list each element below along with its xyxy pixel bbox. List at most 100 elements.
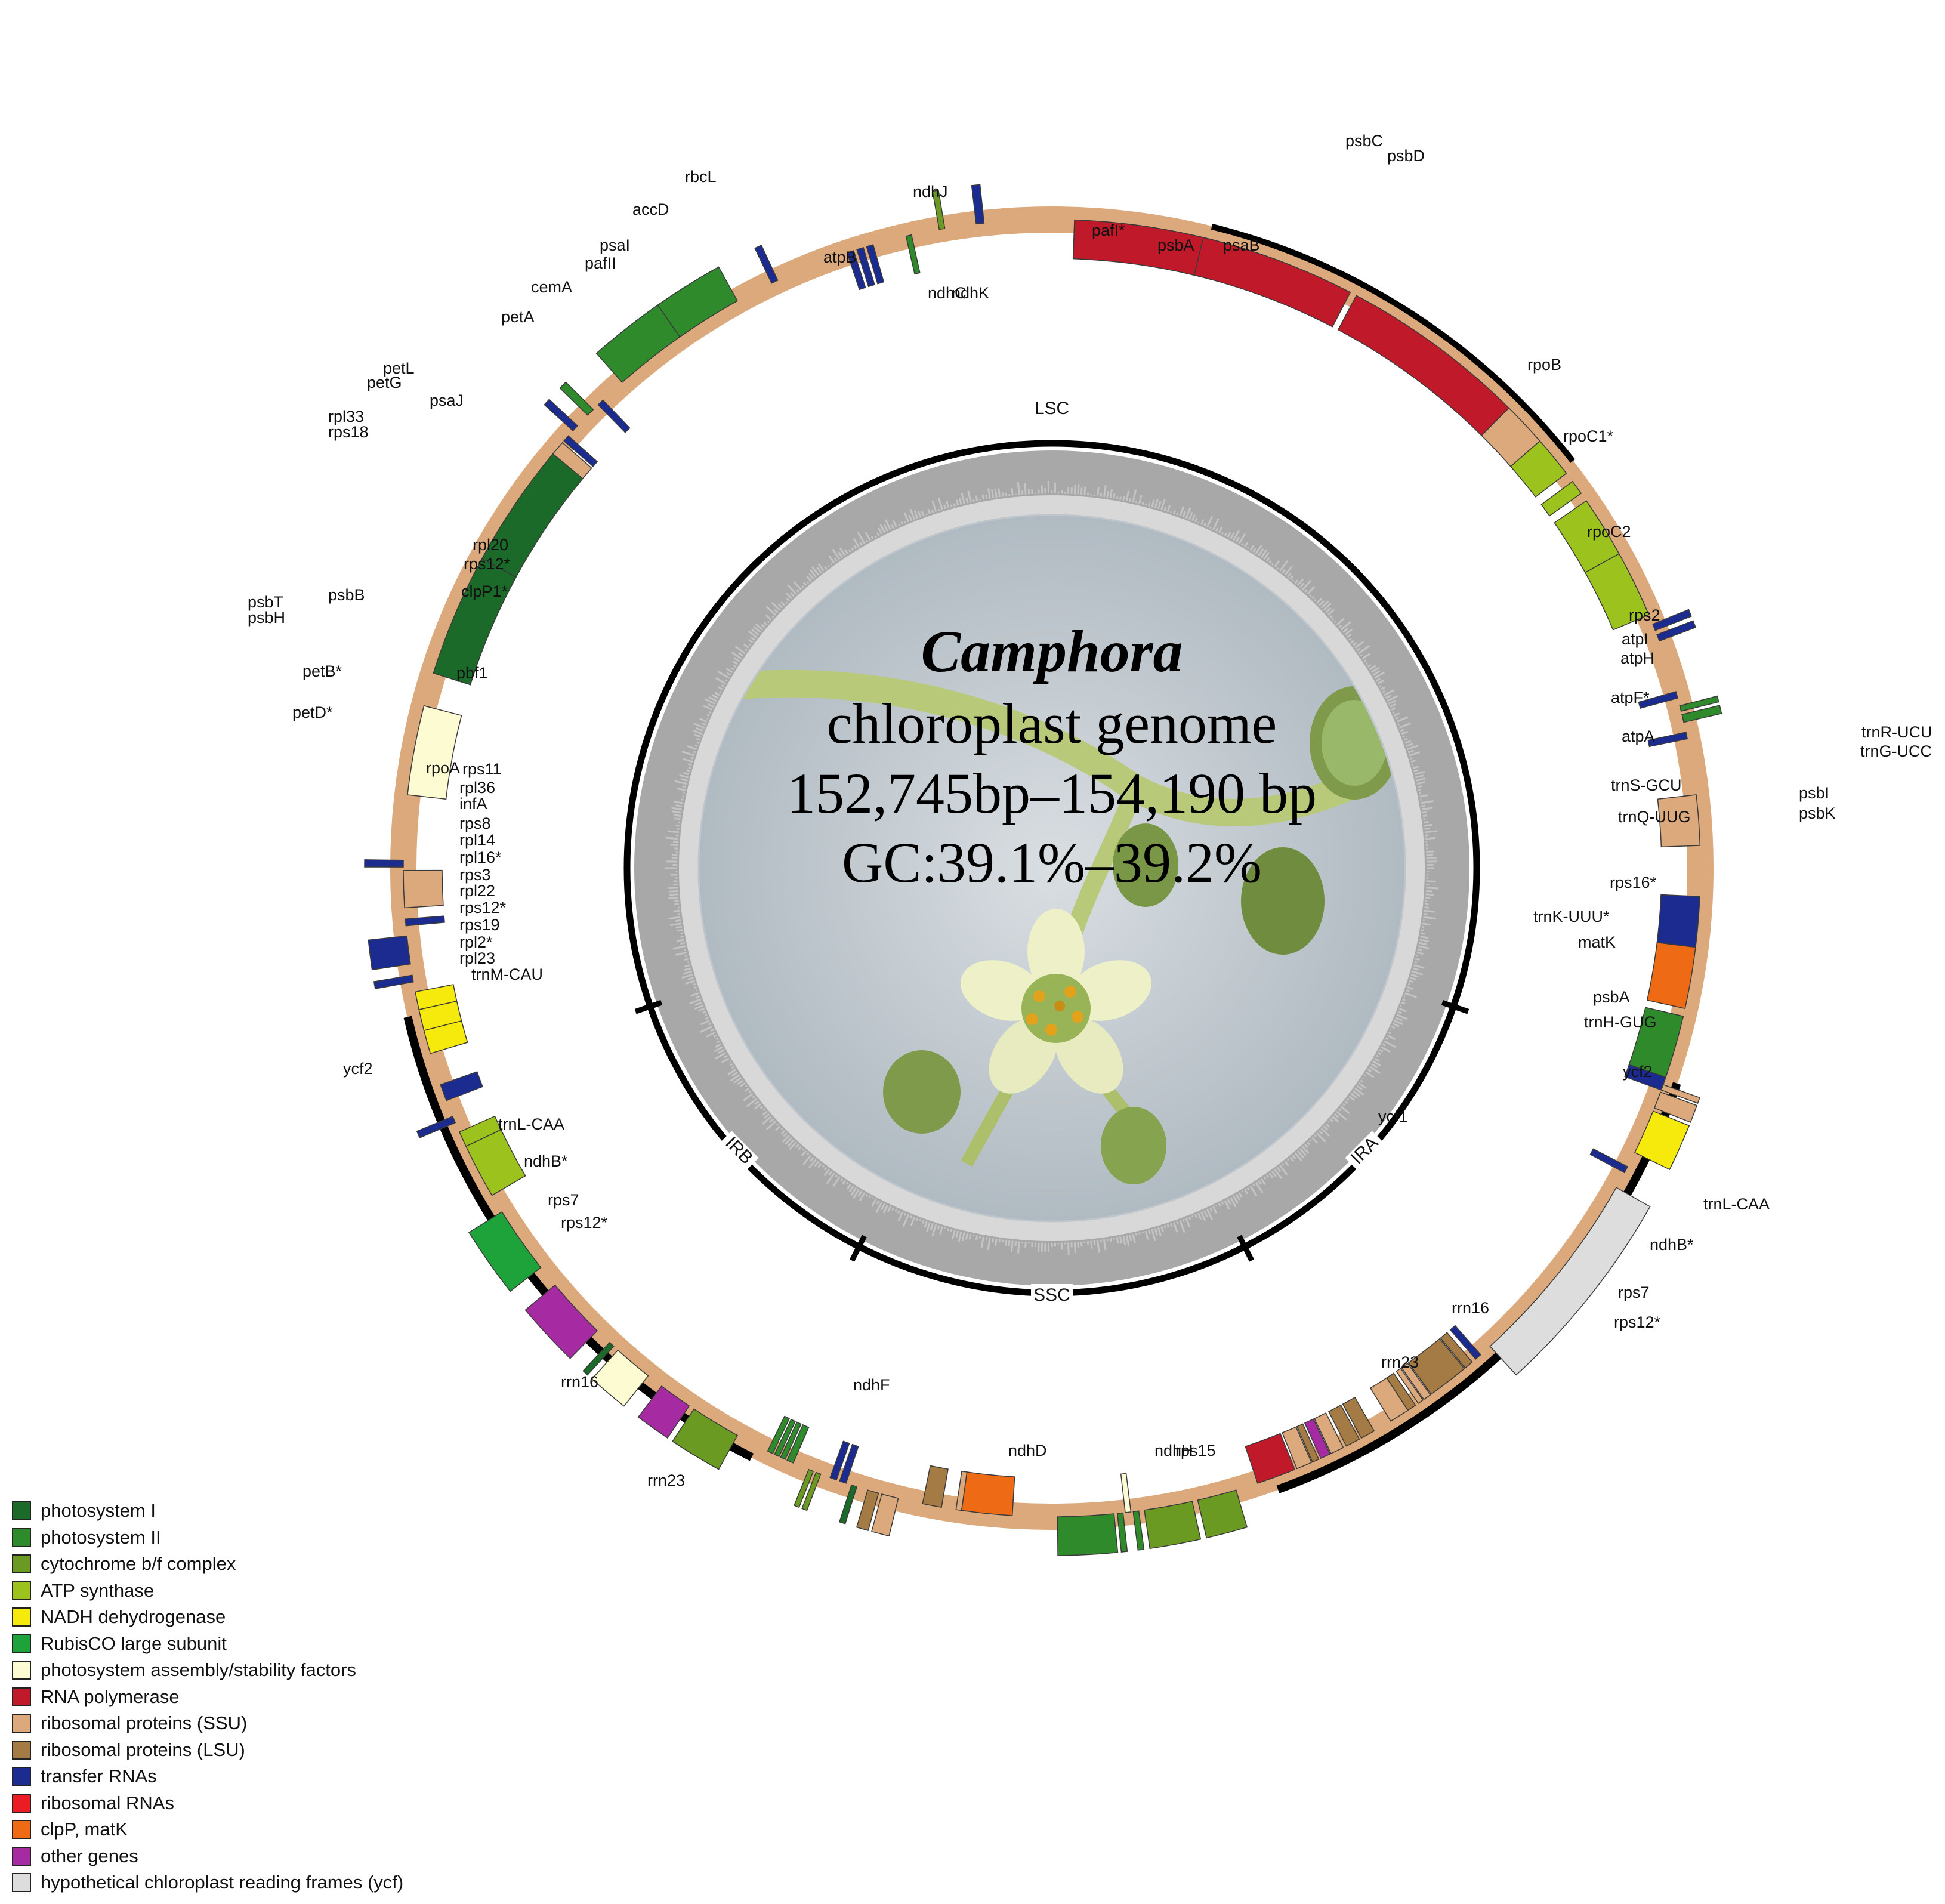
gc-tick: [1197, 521, 1200, 524]
gc-tick: [1238, 533, 1246, 544]
gene-label: psbK: [1799, 804, 1836, 822]
gc-tick: [1197, 1212, 1202, 1220]
gc-tick: [1402, 735, 1405, 738]
gc-tick: [715, 1051, 727, 1060]
gc-tick: [755, 623, 764, 631]
gc-tick: [1304, 1143, 1309, 1149]
gc-tick: [1169, 1223, 1173, 1227]
gc-tick: [694, 733, 702, 738]
gc-tick: [1381, 1046, 1391, 1053]
gc-tick: [1206, 516, 1214, 528]
gc-tick: [846, 1181, 849, 1184]
gene-block: [780, 1421, 802, 1460]
gc-tick: [1103, 1239, 1107, 1251]
legend-label: other genes: [41, 1845, 138, 1866]
legend-swatch: [12, 1714, 31, 1733]
gc-tick: [696, 727, 704, 732]
gc-tick: [1160, 1226, 1164, 1233]
gc-tick: [1129, 1234, 1132, 1242]
gc-tick: [1410, 759, 1416, 763]
gene-block: [1304, 1418, 1331, 1459]
gene-block: [846, 250, 866, 291]
gene-block: [368, 935, 411, 971]
gc-tick: [1363, 1074, 1366, 1076]
gc-tick: [1396, 1013, 1408, 1020]
gc-tick: [693, 730, 703, 735]
gc-tick: [868, 1195, 871, 1198]
gc-tick: [1394, 1020, 1403, 1026]
gene-labels: trnH-GUGpsbAmatKtrnK-UUU*rps16*trnQ-UUGt…: [248, 132, 1932, 1489]
gc-tick: [822, 1165, 825, 1168]
gc-tick: [1350, 640, 1355, 644]
gc-tick: [713, 1034, 717, 1038]
gc-tick: [1400, 1004, 1402, 1007]
gc-tick: [1367, 1069, 1372, 1073]
legend-item-ndh: NADH dehydrogenase: [12, 1604, 549, 1631]
gene-block: [1638, 691, 1678, 709]
gc-tick: [717, 671, 730, 679]
gc-tick: [1419, 792, 1422, 795]
gc-tick: [1333, 621, 1336, 624]
gc-tick: [1394, 712, 1400, 717]
gc-tick: [1392, 1023, 1400, 1027]
gc-tick: [1354, 641, 1364, 649]
gc-tick: [708, 703, 714, 708]
gc-tick: [828, 1171, 833, 1176]
gc-tick: [1010, 1240, 1014, 1252]
gc-tick: [1235, 1193, 1240, 1201]
gc-tick: [1284, 1161, 1290, 1167]
gc-tick: [909, 1215, 913, 1219]
gc-tick: [679, 774, 689, 779]
gc-tick: [1292, 579, 1295, 582]
gc-tick: [1241, 543, 1244, 546]
gc-tick: [699, 718, 708, 723]
gc-tick: [1116, 1237, 1119, 1243]
gc-tick: [1292, 1155, 1296, 1160]
gc-tick: [708, 711, 712, 714]
gc-tick: [1209, 1207, 1213, 1212]
gene-block: [1540, 480, 1582, 517]
gc-tick: [902, 1214, 910, 1227]
gene-label: atpB: [823, 248, 857, 266]
gene-label: trnH-GUG: [1584, 1013, 1657, 1031]
gene-label: rps12*: [459, 899, 507, 916]
gc-tick: [958, 498, 962, 505]
gc-tick: [870, 536, 874, 539]
gene-label: psbB: [328, 586, 365, 604]
gc-tick: [1191, 1215, 1194, 1218]
gene-label: rps12*: [561, 1214, 608, 1232]
gc-tick: [708, 696, 717, 702]
gc-tick: [1374, 1057, 1380, 1062]
legend-item-ssu: ribosomal proteins (SSU): [12, 1710, 549, 1737]
legend-swatch: [12, 1740, 31, 1760]
gene-label: ndhJ: [913, 183, 948, 200]
gc-tick: [786, 597, 790, 602]
gc-tick: [865, 539, 869, 543]
gc-tick: [1390, 1029, 1392, 1031]
gc-tick: [1249, 545, 1255, 551]
gene-block: [563, 435, 598, 467]
legend-swatch: [12, 1661, 31, 1680]
gc-tick: [1367, 664, 1372, 668]
gc-tick: [688, 763, 692, 766]
gc-tick: [1384, 689, 1394, 696]
gc-tick: [718, 686, 723, 690]
legend-item-rrna: ribosomal RNAs: [12, 1790, 549, 1817]
gc-tick: [1392, 711, 1395, 714]
gc-tick: [1263, 551, 1270, 560]
gc-tick: [765, 606, 777, 616]
gene-label: trnL-CAA: [498, 1115, 564, 1133]
gc-tick: [823, 1168, 830, 1177]
gene-label: ndhF: [853, 1376, 890, 1394]
gc-tick: [1279, 560, 1289, 572]
gc-tick: [991, 489, 995, 498]
gc-tick: [1125, 1235, 1130, 1246]
gc-tick: [937, 497, 943, 510]
gc-tick: [1097, 1240, 1100, 1253]
gc-tick: [1325, 1123, 1330, 1128]
gene-label: matK: [1578, 933, 1616, 951]
gc-tick: [1021, 490, 1024, 495]
gc-tick: [798, 1146, 802, 1150]
gc-tick: [1163, 506, 1167, 511]
gc-tick: [1080, 487, 1083, 495]
